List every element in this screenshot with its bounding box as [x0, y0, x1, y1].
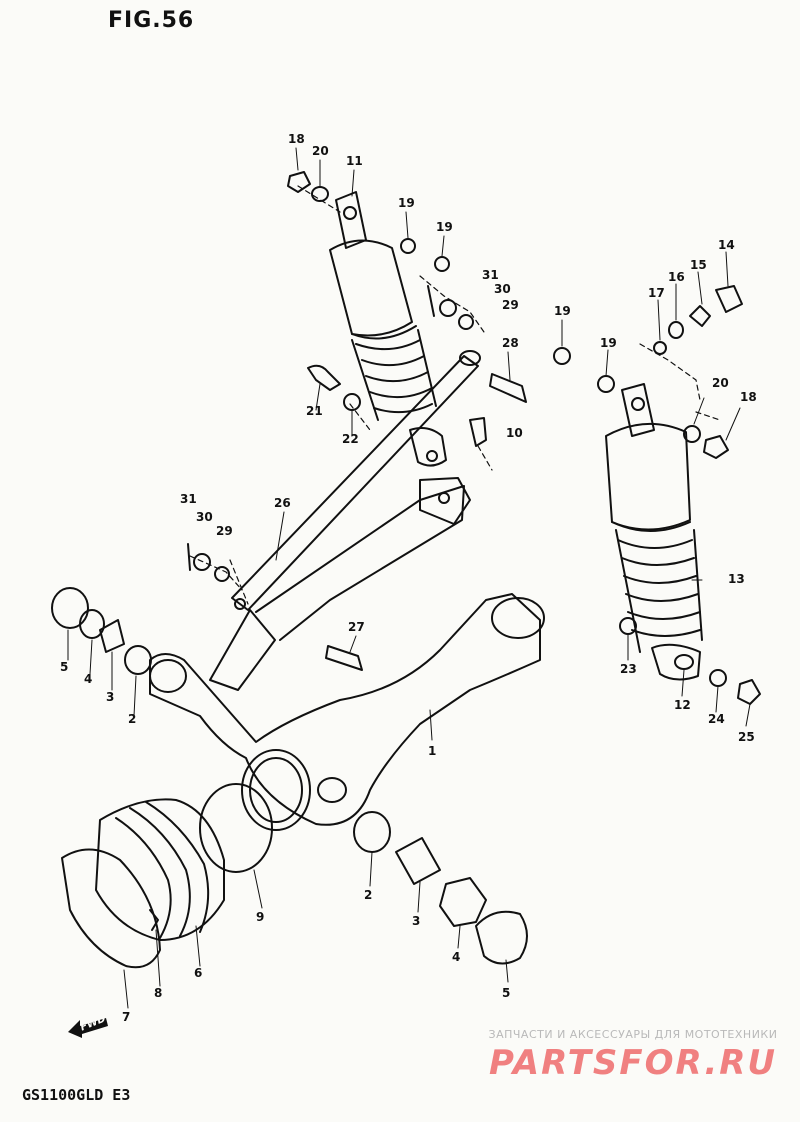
callout-19-washer: 19 [600, 336, 617, 350]
callout-20-washer: 20 [312, 144, 329, 158]
callout-2-bearing: 2 [364, 888, 373, 902]
cotter-pin-31-lower [187, 543, 191, 571]
washer-19d [597, 375, 615, 393]
callout-8-screw: 8 [154, 986, 163, 1000]
clamp-screw-8 [149, 909, 159, 931]
callout-19-washer: 19 [436, 220, 453, 234]
callout-28-bolt: 28 [502, 336, 519, 350]
bearing-2-right [353, 811, 391, 853]
callout-30-nut: 30 [494, 282, 511, 296]
bolt-27 [325, 645, 363, 671]
callout-10-bolt: 10 [506, 426, 523, 440]
callout-2-bearing: 2 [128, 712, 137, 726]
washer-16 [668, 321, 684, 339]
washer-19b [434, 256, 450, 272]
callout-14-cap-nut: 14 [718, 238, 735, 252]
callout-29-washer: 29 [216, 524, 233, 538]
pivot-shaft-3-right [395, 837, 441, 885]
torque-rod [231, 350, 481, 611]
washer-22 [343, 393, 361, 411]
watermark-tagline: ЗАПЧАСТИ И АКСЕССУАРЫ ДЛЯ МОТОТЕХНИКИ [488, 1028, 778, 1041]
cap-5-right [475, 910, 528, 965]
callout-12-bushing: 12 [674, 698, 691, 712]
callout-13-shock: 13 [728, 572, 745, 586]
dust-seal-5-left [51, 587, 89, 629]
callout-23-washer: 23 [620, 662, 637, 676]
callout-6-boot: 6 [194, 966, 203, 980]
callout-3-shaft: 3 [106, 690, 115, 704]
washer-29-top [458, 314, 474, 330]
watermark: ЗАПЧАСТИ И АКСЕССУАРЫ ДЛЯ МОТОТЕХНИКИ PA… [480, 1028, 786, 1083]
callout-29-washer: 29 [502, 298, 519, 312]
callout-15-stud: 15 [690, 258, 707, 272]
swingarm [149, 593, 545, 831]
callout-1-swingarm: 1 [428, 744, 437, 758]
nut-18-left [287, 171, 311, 193]
washer-19c [553, 347, 571, 365]
washer-20-right [683, 425, 701, 443]
callout-18-nut: 18 [288, 132, 305, 146]
callout-30-nut: 30 [196, 510, 213, 524]
bearing-2-left [124, 645, 152, 675]
bolt-28 [489, 373, 527, 403]
nut-25 [737, 679, 761, 705]
boot-clamp-7 [61, 848, 161, 969]
callout-22-washer: 22 [342, 432, 359, 446]
callout-31-cotter-pin: 31 [482, 268, 499, 282]
cotter-pin-31-top [427, 285, 435, 317]
callout-19-washer: 19 [554, 304, 571, 318]
watermark-logo: PARTSFOR.RU [488, 1043, 778, 1083]
right-shock-absorber [605, 383, 703, 681]
cap-nut-14 [715, 285, 743, 313]
callout-21-bolt: 21 [306, 404, 323, 418]
callout-9-o-ring: 9 [256, 910, 265, 924]
washer-24 [709, 669, 727, 687]
callout-7-clamp: 7 [122, 1010, 131, 1024]
pivot-shaft-3-left [99, 619, 125, 653]
washer-23 [619, 617, 637, 635]
callout-31-cotter-pin: 31 [180, 492, 197, 506]
callout-17-washer: 17 [648, 286, 665, 300]
left-shock-absorber [329, 191, 447, 467]
rubber-boot [95, 798, 225, 941]
washer-29-lower [214, 566, 230, 582]
callout-19-washer: 19 [398, 196, 415, 210]
callout-24-washer: 24 [708, 712, 725, 726]
callout-3-shaft: 3 [412, 914, 421, 928]
callout-26-torque-rod: 26 [274, 496, 291, 510]
forward-arrow-icon [68, 1018, 108, 1038]
model-code: GS1100GLD E3 [22, 1086, 131, 1104]
callout-18-nut: 18 [740, 390, 757, 404]
o-ring-9 [199, 783, 273, 873]
callout-16-washer: 16 [668, 270, 685, 284]
callout-27-bolt: 27 [348, 620, 365, 634]
callout-leaders [67, 147, 751, 1009]
nut-4-right [439, 877, 487, 927]
callout-5-seal: 5 [60, 660, 69, 674]
swingarm-cross-bracket [209, 477, 471, 691]
callout-5-cap: 5 [502, 986, 511, 1000]
bolt-21 [307, 364, 341, 391]
washer-19a [400, 238, 416, 254]
callout-25-nut: 25 [738, 730, 755, 744]
nut-30-lower [193, 553, 211, 571]
assembly-guide-lines [189, 185, 721, 605]
stud-15 [689, 305, 711, 327]
callout-20-washer: 20 [712, 376, 729, 390]
nut-4-left [79, 609, 105, 639]
washer-17 [653, 341, 667, 355]
callout-4-nut: 4 [452, 950, 461, 964]
callout-4-nut: 4 [84, 672, 93, 686]
nut-30-top [439, 299, 457, 317]
washer-20-left [311, 186, 329, 202]
callout-11-shock: 11 [346, 154, 363, 168]
nut-18-right [703, 435, 729, 459]
bolt-10 [469, 417, 487, 447]
figure-title: FIG.56 [108, 8, 195, 33]
